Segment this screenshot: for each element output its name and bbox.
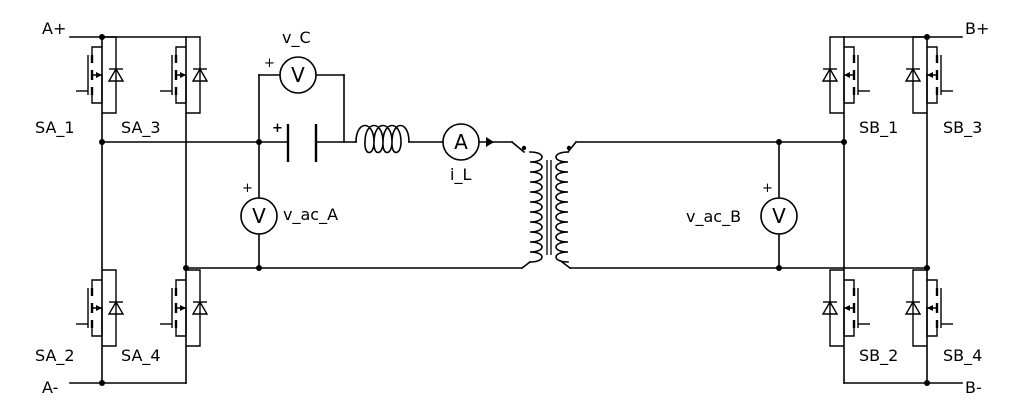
vac-b-polarity: +	[762, 181, 773, 196]
current-arrow-icon	[486, 137, 494, 147]
il-symbol: A	[454, 130, 468, 154]
inductor	[355, 124, 410, 154]
switch-sa4	[160, 269, 209, 347]
switch-sa2	[76, 269, 125, 347]
ammeter-il: A i_L	[442, 123, 494, 185]
voltmeter-vc: V + v_C	[258, 28, 345, 143]
dc-bus-b	[841, 34, 963, 386]
ac-wiring	[101, 139, 928, 271]
label-sa2: SA_2	[35, 346, 75, 366]
terminal-a-plus: A+	[42, 19, 66, 38]
switch-sa1	[76, 36, 125, 114]
il-label: i_L	[450, 165, 471, 185]
label-sa4: SA_4	[121, 346, 161, 366]
switch-sa3	[160, 36, 209, 114]
label-sb4: SB_4	[943, 346, 982, 366]
label-sb1: SB_1	[859, 118, 898, 138]
label-sa1: SA_1	[35, 118, 75, 138]
vac-a-label: v_ac_A	[283, 205, 338, 225]
terminal-a-minus: A-	[42, 378, 58, 397]
vc-label: v_C	[282, 28, 311, 48]
capacitor-polarity: +	[272, 121, 283, 136]
voltmeter-vac-a: V + v_ac_A	[240, 141, 338, 269]
vc-polarity: +	[264, 56, 275, 71]
switch-sb4	[904, 269, 953, 347]
capacitor: +	[272, 121, 318, 162]
voltmeter-vac-b: V + v_ac_B	[686, 141, 798, 269]
label-sa3: SA_3	[121, 118, 161, 138]
vac-a-polarity: +	[242, 181, 253, 196]
switch-group	[76, 36, 953, 347]
label-sb3: SB_3	[943, 118, 982, 138]
vac-b-label: v_ac_B	[686, 207, 741, 227]
vac-a-symbol: V	[252, 204, 266, 228]
vac-b-symbol: V	[772, 204, 786, 228]
switch-sb1	[821, 36, 870, 114]
switch-sb3	[904, 36, 953, 114]
terminal-b-minus: B-	[965, 378, 982, 397]
label-sb2: SB_2	[859, 346, 898, 366]
transformer	[521, 145, 572, 263]
terminal-b-plus: B+	[965, 19, 989, 38]
switch-sb2	[821, 269, 870, 347]
vc-symbol: V	[291, 63, 305, 87]
